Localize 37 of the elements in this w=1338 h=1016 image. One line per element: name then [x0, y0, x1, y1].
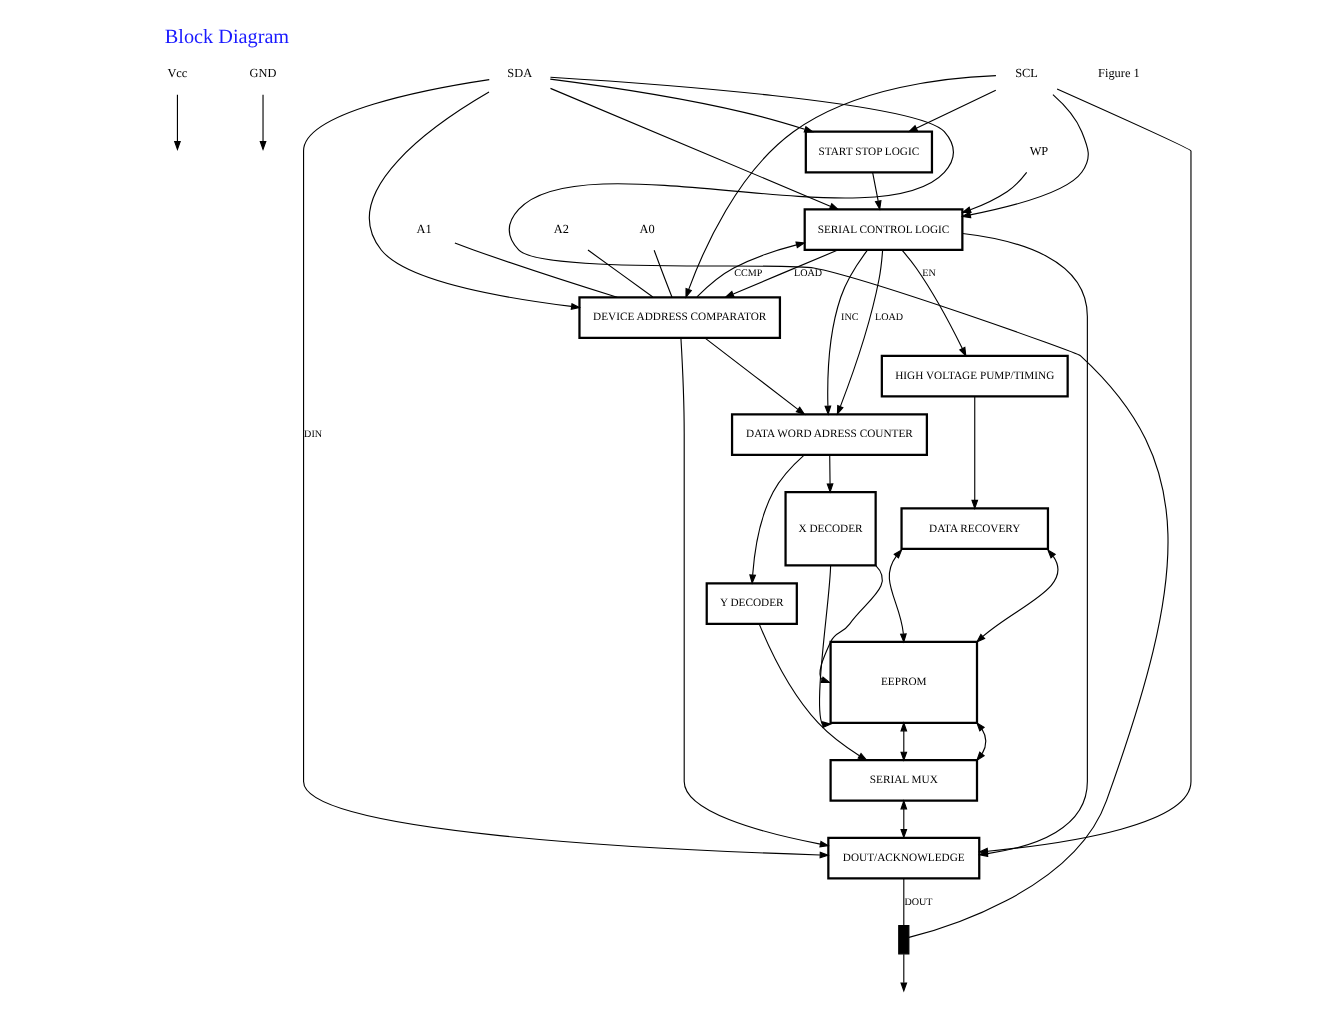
arrow: [824, 248, 868, 415]
connector: [903, 876, 905, 925]
arrow: [907, 88, 997, 132]
arrow: [704, 336, 806, 415]
arrow: [975, 547, 1059, 643]
connector: [508, 75, 1169, 937]
arrow: [901, 248, 967, 357]
arrow: [819, 563, 883, 682]
arrow: [549, 86, 840, 210]
arrow: [819, 563, 833, 728]
node-transistor: [898, 924, 910, 954]
connector: [587, 248, 654, 297]
arrow: [696, 240, 806, 297]
arrow: [826, 453, 834, 493]
arrow: [872, 171, 882, 210]
arrow: [836, 248, 884, 415]
arrow: [173, 93, 181, 151]
arrow: [259, 93, 267, 151]
arrow: [758, 622, 868, 760]
arrow: [685, 74, 997, 298]
arrow: [749, 453, 805, 584]
connector: [653, 248, 673, 297]
arrow: [900, 720, 908, 761]
arrow: [900, 798, 908, 839]
arrow: [724, 248, 839, 297]
arrow: [971, 395, 979, 509]
arrow: [961, 170, 1028, 213]
diagram-title: Block Diagram: [164, 26, 290, 49]
arrow: [303, 78, 830, 858]
arrow: [549, 77, 815, 132]
arrow: [888, 547, 907, 643]
arrow: [368, 90, 582, 309]
arrow: [680, 336, 830, 847]
connector: [454, 241, 618, 297]
arrow: [900, 952, 908, 992]
arrow: [960, 93, 1089, 218]
arrow: [975, 720, 987, 761]
